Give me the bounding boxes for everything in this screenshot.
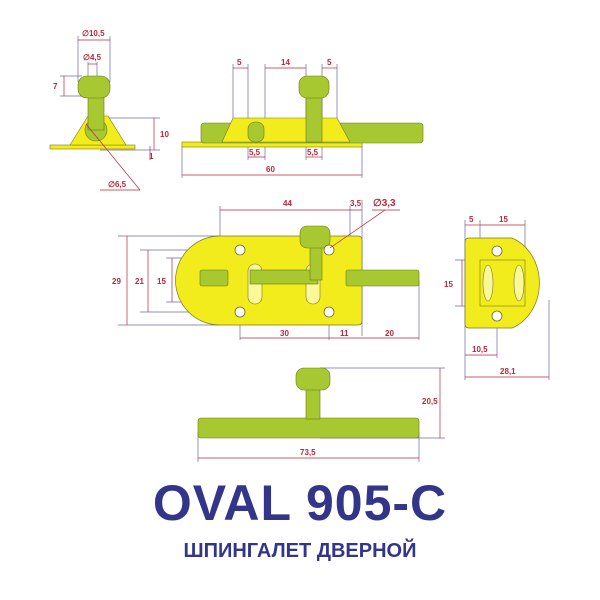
- dim-bolt-extension: 20: [385, 329, 394, 338]
- top-view: [181, 75, 424, 148]
- front-view: [175, 225, 420, 326]
- dim-hole-pitch: 21: [135, 277, 144, 286]
- dim-middle-part: 11: [340, 329, 349, 338]
- dim-side-height: 10: [160, 130, 169, 139]
- dim-shaft-diameter: ∅4,5: [83, 53, 102, 62]
- dim-hole-span: 44: [283, 199, 292, 208]
- keeper-view: [464, 237, 540, 329]
- dim-hole-diameter: ∅3,3: [373, 198, 396, 209]
- dim-center-gap: 14: [281, 58, 290, 67]
- dim-top-length: 60: [266, 165, 275, 174]
- dimension-labels: ∅10,5 ∅4,5 7 10 1 ∅6,5 5 14 5 5,5 5,5 60…: [53, 29, 516, 457]
- dim-slot-right: 5,5: [307, 148, 319, 157]
- dim-head-diameter: ∅10,5: [82, 29, 105, 38]
- dim-keeper-height: 15: [444, 280, 453, 289]
- product-title: OVAL 905-C: [152, 475, 448, 531]
- dim-plate-thickness: 1: [149, 152, 154, 161]
- dim-offset: 3,5: [350, 199, 362, 208]
- dim-keeper-width: 15: [499, 215, 508, 224]
- dim-keeper-total-width: 28,1: [500, 367, 516, 376]
- dim-inner-height: 15: [157, 277, 166, 286]
- dim-keeper-edge: 5: [469, 215, 474, 224]
- side-view: [49, 75, 136, 150]
- dim-bolt-diameter: ∅6,5: [108, 180, 127, 189]
- dim-bolt-height: 20,5: [422, 397, 438, 406]
- bolt-view: [197, 367, 420, 439]
- dim-slot-left: 5,5: [249, 148, 261, 157]
- dim-head-height: 7: [53, 82, 58, 91]
- dim-left-gap: 5: [237, 58, 242, 67]
- product-subtitle: ШПИНГАЛЕТ ДВЕРНОЙ: [183, 540, 417, 562]
- dim-bolt-length: 73,5: [300, 448, 316, 457]
- dim-right-gap: 5: [327, 58, 332, 67]
- dim-left-part: 30: [280, 329, 289, 338]
- dim-keeper-hole-offset: 10,5: [472, 345, 488, 354]
- dim-height-total: 29: [112, 277, 121, 286]
